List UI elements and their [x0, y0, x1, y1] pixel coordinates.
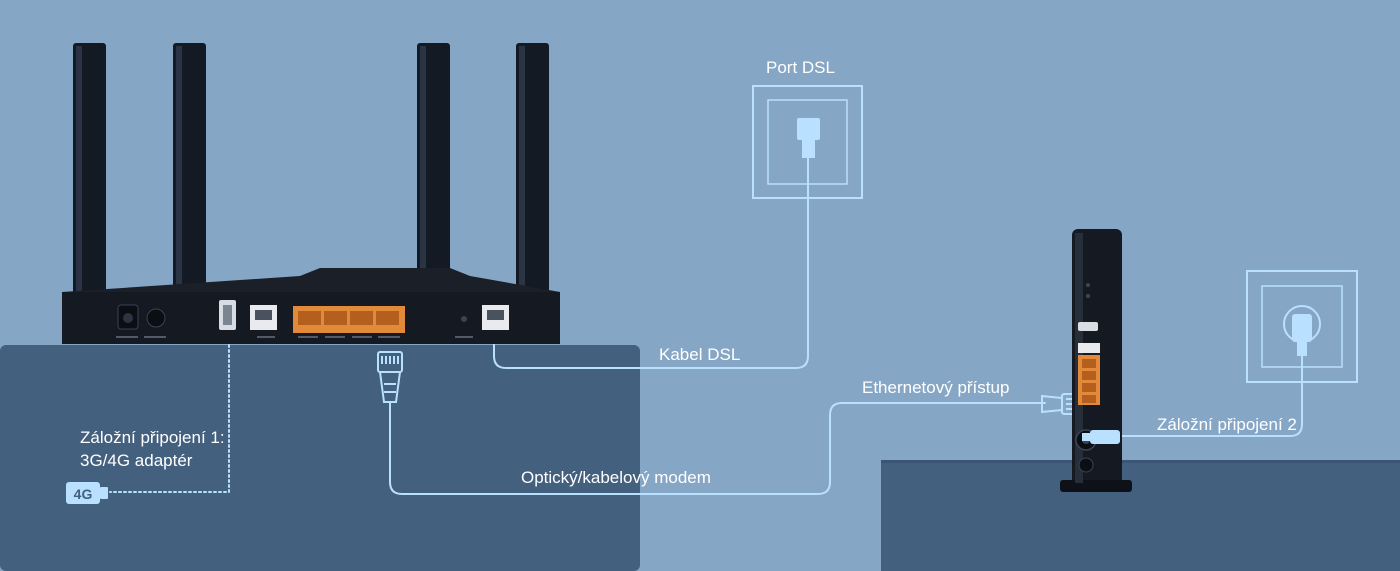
modem-cable [389, 401, 1046, 495]
lan-ports [293, 306, 405, 333]
backup2-power-cable [1114, 355, 1303, 437]
rj45-plug-icon [377, 351, 403, 403]
usb-4g-dotted-cable [109, 329, 230, 493]
dsl-cable [493, 157, 809, 369]
power-button-icon [146, 308, 166, 328]
router [62, 268, 560, 344]
label-dsl-cable: Kabel DSL [659, 345, 741, 364]
usb-4g-adapter-icon: 4G [66, 482, 108, 504]
modem [1060, 229, 1132, 492]
label-fiber-cable-modem: Optický/kabelový modem [521, 468, 711, 487]
antenna-highlights [76, 46, 525, 338]
label-backup-1-line1: Záložní připojení 1: [80, 428, 225, 447]
label-backup-connection-2: Záložní připojení 2 [1157, 415, 1297, 434]
badge-4g-text: 4G [74, 486, 93, 502]
power-plug-icon [1082, 430, 1120, 444]
reset-button-icon [461, 316, 467, 322]
label-port-dsl: Port DSL [766, 58, 835, 77]
label-backup-1-line2: 3G/4G adaptér [80, 451, 193, 470]
label-ethernet-access: Ethernetový přístup [862, 378, 1010, 397]
right-table-top-edge [881, 460, 1400, 463]
label-backup-connection-1: Záložní připojení 1: 3G/4G adaptér [80, 426, 225, 472]
left-table [0, 345, 640, 571]
right-table [881, 460, 1400, 571]
